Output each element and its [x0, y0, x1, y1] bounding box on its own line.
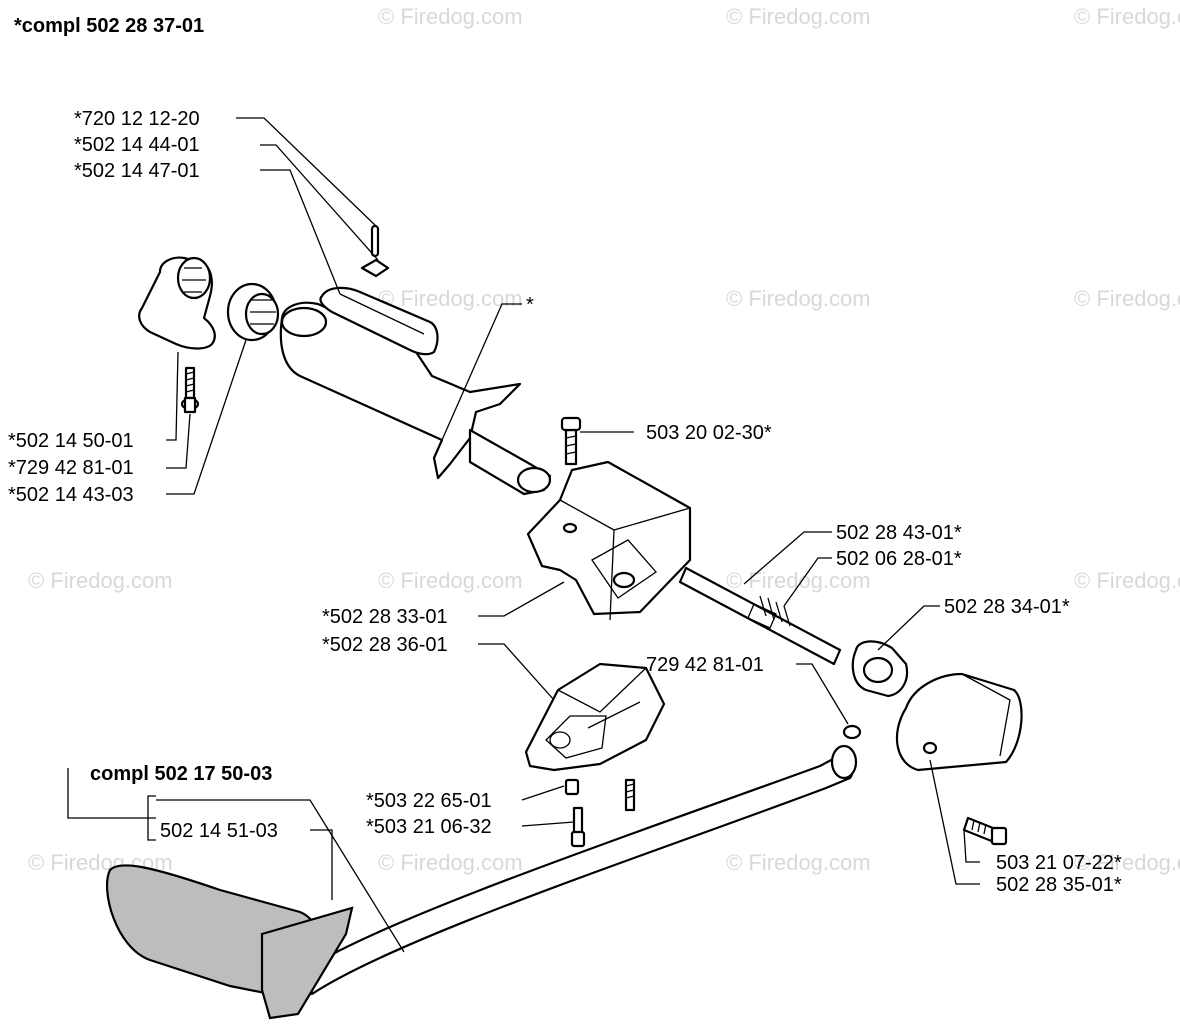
part-label-502-28-35-01: 502 28 35-01*: [996, 874, 1122, 896]
part-label-502-28-34-01: 502 28 34-01*: [944, 596, 1070, 618]
leader-lines: [67, 117, 980, 953]
part-label-502-28-36-01: *502 28 36-01: [322, 634, 448, 656]
clamp-screw: [842, 724, 862, 740]
part-label-502-28-43-01: 502 28 43-01*: [836, 522, 962, 544]
grip-handle: [105, 864, 354, 1020]
part-label-compl-502-17-50-03: compl 502 17 50-03: [90, 763, 272, 785]
watermark-text: © Firedog.com: [1074, 850, 1180, 875]
part-label-502-14-50-01: *502 14 50-01: [8, 430, 134, 452]
bracket-bolts: [564, 778, 636, 848]
assembly-label: *compl 502 28 37-01: [14, 15, 204, 37]
watermark-text: © Firedog.com: [726, 850, 871, 875]
watermark-text: © Firedog.com: [378, 286, 523, 311]
part-label-720-12-12-20: *720 12 12-20: [74, 108, 200, 130]
handle-end-cap: [138, 256, 216, 350]
shaft-tube: [306, 744, 858, 996]
watermark-text: © Firedog.com: [378, 850, 523, 875]
throttle-trigger: [319, 286, 439, 356]
part-label-star: *: [526, 294, 534, 316]
watermark-text: © Firedog.com: [726, 568, 871, 593]
cover-screw: [962, 816, 1008, 846]
part-label-503-20-02-30: 503 20 02-30*: [646, 422, 772, 444]
part-label-503-22-65-01: *503 22 65-01: [366, 790, 492, 812]
part-label-502-14-51-03: 502 14 51-03: [160, 820, 278, 842]
throttle-rod: [678, 566, 842, 666]
part-label-502-06-28-01: 502 06 28-01*: [836, 548, 962, 570]
part-label-503-21-06-32: *503 21 06-32: [366, 816, 492, 838]
watermark-text: © Firedog.com: [378, 568, 523, 593]
part-label-502-28-33-01: *502 28 33-01: [322, 606, 448, 628]
watermarks: © Firedog.com © Firedog.com © Firedog.co…: [28, 4, 1180, 875]
part-label-503-21-07-22: 503 21 07-22*: [996, 852, 1122, 874]
watermark-text: © Firedog.com: [28, 568, 173, 593]
watermark-text: © Firedog.com: [378, 4, 523, 29]
roll-pin: [360, 224, 390, 278]
part-label-502-14-47-01: *502 14 47-01: [74, 160, 200, 182]
throttle-bushing: [226, 282, 280, 342]
watermark-text: © Firedog.com: [1074, 4, 1180, 29]
part-label-502-14-43-03: *502 14 43-03: [8, 484, 134, 506]
part-label-729-42-81-01-b: 729 42 81-01: [646, 654, 764, 676]
support-bracket: [524, 662, 666, 772]
handle-bracket: [526, 460, 692, 621]
part-label-729-42-81-01: *729 42 81-01: [8, 457, 134, 479]
bracket-screw: [560, 416, 582, 466]
end-cap-screw: [180, 366, 200, 414]
part-labels: *compl 502 28 37-01 *720 12 12-20 *502 1…: [8, 15, 1122, 896]
rod-clamp: [851, 640, 909, 698]
watermark-text: © Firedog.com: [726, 286, 871, 311]
handle-housing: [279, 301, 552, 496]
watermark-text: © Firedog.com: [1074, 286, 1180, 311]
cover-plate: [895, 672, 1023, 772]
watermark-text: © Firedog.com: [726, 4, 871, 29]
part-label-502-14-44-01: *502 14 44-01: [74, 134, 200, 156]
watermark-text: © Firedog.com: [1074, 568, 1180, 593]
